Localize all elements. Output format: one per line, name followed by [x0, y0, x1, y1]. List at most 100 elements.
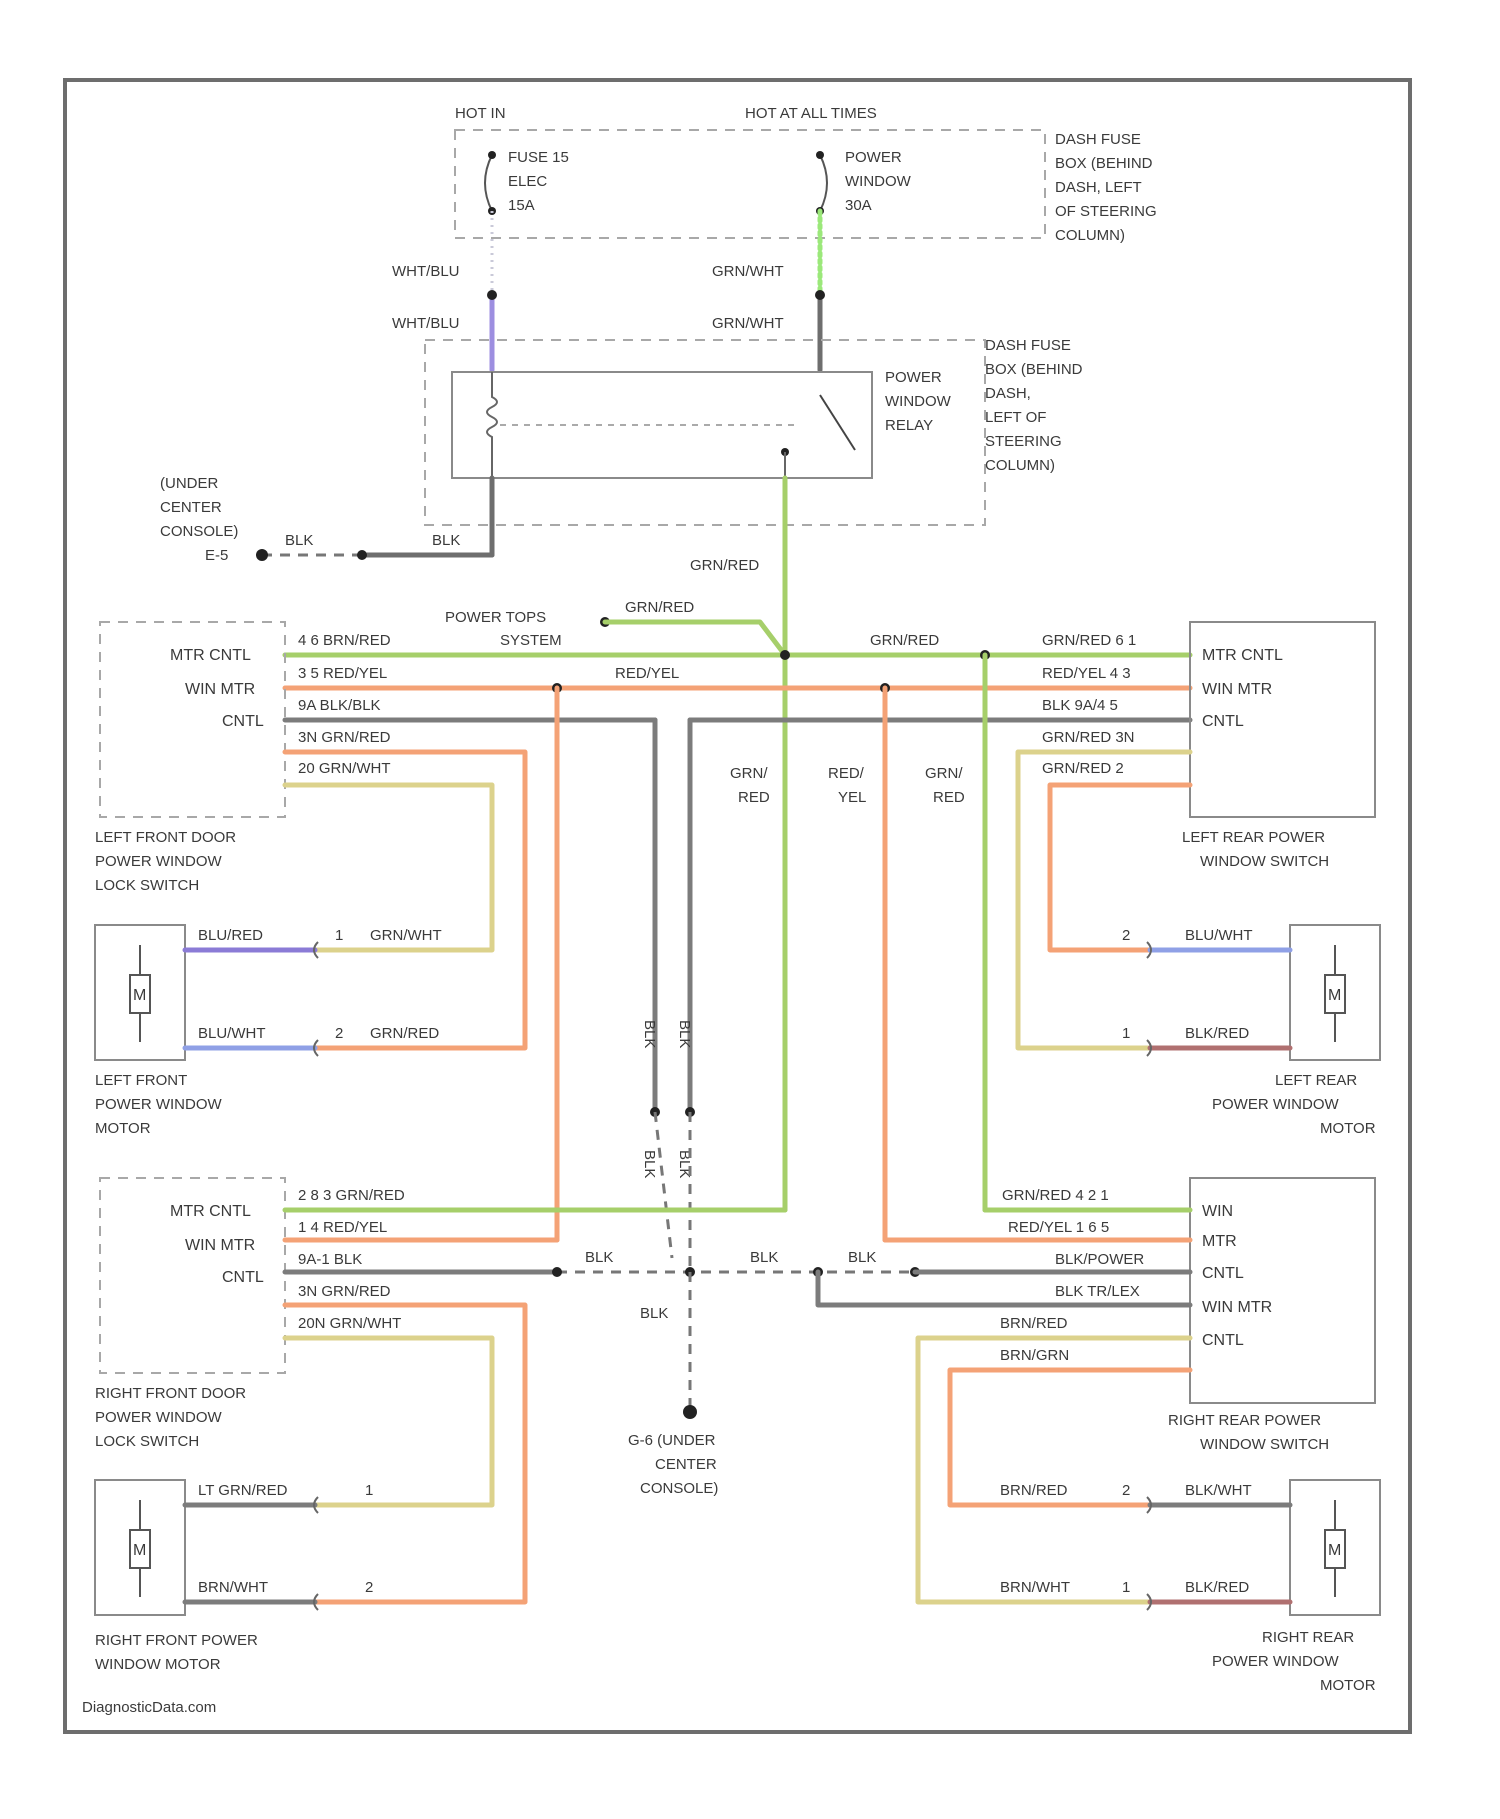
- svg-text:COLUMN): COLUMN): [985, 457, 1055, 474]
- wire-label-grn-red: GRN/RED: [625, 599, 694, 616]
- wire-label-blk: BLK: [848, 1249, 876, 1266]
- svg-text:CONSOLE): CONSOLE): [160, 523, 238, 540]
- svg-text:WINDOW MOTOR: WINDOW MOTOR: [95, 1656, 221, 1673]
- wire-label-grn-red: GRN/RED: [870, 632, 939, 649]
- svg-text:RED/: RED/: [828, 765, 865, 782]
- relay-coil: [487, 372, 497, 478]
- svg-text:2 8 3 GRN/RED: 2 8 3 GRN/RED: [298, 1187, 405, 1204]
- right-rear-motor-name: RIGHT REAR POWER WINDOW MOTOR: [1212, 1629, 1376, 1694]
- svg-text:3 5 RED/YEL: 3 5 RED/YEL: [298, 665, 387, 682]
- wire-yellow-lf: [285, 785, 492, 950]
- wire-label-wht-blu: WHT/BLU: [392, 263, 460, 280]
- connector-symbols: [314, 942, 1151, 1610]
- wire-label-red-yel: RED/YEL: [615, 665, 679, 682]
- svg-text:RED: RED: [738, 789, 770, 806]
- right-front-motor-symbol: M: [130, 1500, 150, 1597]
- svg-text:POWER WINDOW: POWER WINDOW: [95, 1409, 222, 1426]
- svg-text:POWER WINDOW: POWER WINDOW: [1212, 1096, 1339, 1113]
- svg-text:GRN/: GRN/: [730, 765, 768, 782]
- splice-dot: [780, 650, 790, 660]
- svg-text:DASH,: DASH,: [985, 385, 1031, 402]
- right-rear-switch-pins: WIN MTR CNTL WIN MTR CNTL: [1202, 1203, 1272, 1349]
- svg-text:STEERING: STEERING: [985, 433, 1062, 450]
- svg-text:G-6 (UNDER: G-6 (UNDER: [628, 1432, 716, 1449]
- wire-label: BLK/RED: [1185, 1579, 1249, 1596]
- wire-label: BRN/WHT: [1000, 1579, 1070, 1596]
- svg-text:WINDOW: WINDOW: [845, 173, 912, 190]
- svg-text:RIGHT REAR: RIGHT REAR: [1262, 1629, 1354, 1646]
- svg-text:20N GRN/WHT: 20N GRN/WHT: [298, 1315, 401, 1332]
- svg-text:MOTOR: MOTOR: [1320, 1120, 1376, 1137]
- pin-label: 2: [365, 1579, 373, 1596]
- wire-label: BLU/WHT: [1185, 927, 1253, 944]
- left-rear-motor-symbol: M: [1325, 945, 1345, 1042]
- relay-fuse-box-label: DASH FUSE BOX (BEHIND DASH, LEFT OF STEE…: [985, 337, 1083, 474]
- footer-watermark: DiagnosticData.com: [82, 1699, 216, 1716]
- left-front-switch-name: LEFT FRONT DOOR POWER WINDOW LOCK SWITCH: [95, 829, 236, 894]
- svg-text:POWER: POWER: [885, 369, 942, 386]
- svg-text:BLK TR/LEX: BLK TR/LEX: [1055, 1283, 1140, 1300]
- svg-text:BOX (BEHIND: BOX (BEHIND: [985, 361, 1083, 378]
- svg-text:CNTL: CNTL: [1202, 1265, 1244, 1282]
- wire-label-grn-wht: GRN/WHT: [712, 263, 784, 280]
- svg-text:POWER TOPS: POWER TOPS: [445, 609, 546, 626]
- ground-e5-label: (UNDER CENTER CONSOLE) E-5: [160, 475, 238, 564]
- svg-text:MTR CNTL: MTR CNTL: [170, 1203, 251, 1220]
- svg-text:LEFT REAR POWER: LEFT REAR POWER: [1182, 829, 1325, 846]
- svg-text:WINDOW SWITCH: WINDOW SWITCH: [1200, 853, 1329, 870]
- splice-dot: [357, 550, 367, 560]
- wire-label-blk: BLK: [750, 1249, 778, 1266]
- svg-text:LEFT OF: LEFT OF: [985, 409, 1046, 426]
- pin-label: 1: [1122, 1025, 1130, 1042]
- svg-text:3N GRN/RED: 3N GRN/RED: [298, 1283, 391, 1300]
- wire-label-blk: BLK: [285, 532, 313, 549]
- fuse-15-symbol: [485, 155, 492, 211]
- wire-label: GRN/RED: [370, 1025, 439, 1042]
- svg-text:20 GRN/WHT: 20 GRN/WHT: [298, 760, 391, 777]
- svg-text:LEFT FRONT: LEFT FRONT: [95, 1072, 187, 1089]
- svg-text:GRN/RED 3N: GRN/RED 3N: [1042, 729, 1135, 746]
- svg-text:BLK 9A/4 5: BLK 9A/4 5: [1042, 697, 1118, 714]
- wire-label-grn-red-split: GRN/ RED: [730, 765, 770, 806]
- hot-in-label: HOT IN: [455, 105, 506, 122]
- splice-dot: [487, 290, 497, 300]
- svg-text:LEFT FRONT DOOR: LEFT FRONT DOOR: [95, 829, 236, 846]
- wire-blk-center-left: [655, 1112, 672, 1258]
- svg-text:RIGHT FRONT DOOR: RIGHT FRONT DOOR: [95, 1385, 246, 1402]
- svg-text:RED/YEL 1 6 5: RED/YEL 1 6 5: [1008, 1219, 1109, 1236]
- pin-label: 1: [335, 927, 343, 944]
- wire-grn-red-power-tops: [605, 622, 785, 655]
- dash-fuse-box-label: DASH FUSE BOX (BEHIND DASH, LEFT OF STEE…: [1055, 131, 1157, 244]
- wire-orange-rf: [285, 1305, 525, 1602]
- wire-label-blk: BLK: [432, 532, 460, 549]
- svg-text:E-5: E-5: [205, 547, 228, 564]
- pin-label: 2: [1122, 1482, 1130, 1499]
- svg-text:RIGHT REAR POWER: RIGHT REAR POWER: [1168, 1412, 1321, 1429]
- svg-text:FUSE 15: FUSE 15: [508, 149, 569, 166]
- svg-text:30A: 30A: [845, 197, 872, 214]
- left-front-motor-symbol: M: [130, 945, 150, 1042]
- power-window-relay-label: POWER WINDOW RELAY: [885, 369, 952, 434]
- svg-text:POWER WINDOW: POWER WINDOW: [95, 1096, 222, 1113]
- svg-text:BRN/GRN: BRN/GRN: [1000, 1347, 1069, 1364]
- svg-text:CNTL: CNTL: [1202, 1332, 1244, 1349]
- fuse-node: [816, 151, 824, 159]
- left-front-switch-pins: MTR CNTL WIN MTR CNTL: [170, 647, 264, 730]
- svg-text:COLUMN): COLUMN): [1055, 227, 1125, 244]
- wire-label-blk-vertical: BLK: [676, 1020, 693, 1048]
- svg-text:RED: RED: [933, 789, 965, 806]
- right-front-switch-pins: MTR CNTL WIN MTR CNTL: [170, 1203, 264, 1286]
- right-front-switch-name: RIGHT FRONT DOOR POWER WINDOW LOCK SWITC…: [95, 1385, 246, 1450]
- wire-orange-lf: [285, 752, 525, 1048]
- wire-label: BRN/WHT: [198, 1579, 268, 1596]
- svg-text:WINDOW SWITCH: WINDOW SWITCH: [1200, 1436, 1329, 1453]
- svg-text:WIN: WIN: [1202, 1203, 1233, 1220]
- wire-label-blk-vertical: BLK: [641, 1150, 658, 1178]
- svg-text:9A BLK/BLK: 9A BLK/BLK: [298, 697, 381, 714]
- svg-text:CENTER: CENTER: [655, 1456, 717, 1473]
- svg-text:DASH FUSE: DASH FUSE: [985, 337, 1071, 354]
- svg-text:CNTL: CNTL: [222, 1269, 264, 1286]
- svg-text:POWER WINDOW: POWER WINDOW: [95, 853, 222, 870]
- wire-label-grn-red: GRN/RED: [690, 557, 759, 574]
